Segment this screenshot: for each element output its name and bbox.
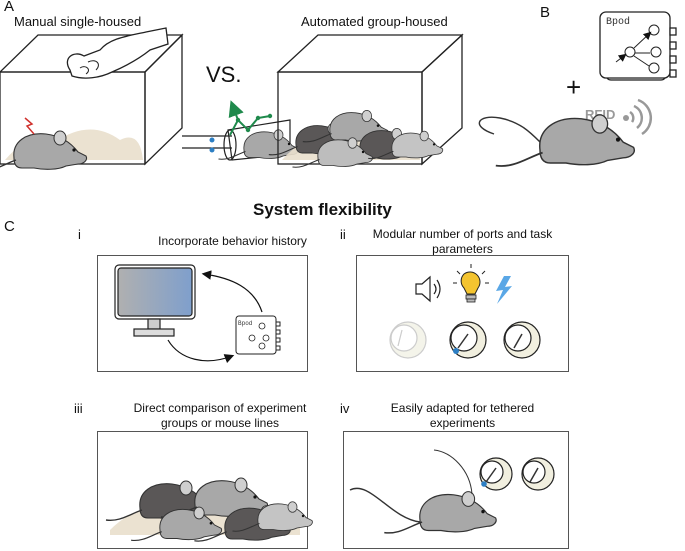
lightning-icon [496, 276, 512, 304]
panel-a-letter: A [4, 0, 15, 15]
lightbulb-icon [453, 264, 489, 303]
manual-single-housed-title: Manual single-housed [14, 14, 142, 29]
bpod-device [599, 11, 677, 81]
bpod-small-label: Bpod [238, 320, 253, 327]
bpod-device-small [235, 315, 281, 355]
stress-icon [24, 117, 35, 135]
nose-port [449, 321, 487, 359]
nose-port-faded [389, 321, 427, 359]
rfid-wave-icon [629, 98, 653, 136]
tether-cable [433, 449, 473, 495]
hand-icon [66, 27, 169, 79]
sub-iii-numeral: iii [74, 401, 83, 416]
bpod-label: Bpod [606, 16, 630, 28]
rfid-mouse [494, 113, 636, 167]
computer-monitor-icon [114, 264, 196, 337]
sub-iv-caption-line2: experiments [429, 416, 496, 430]
sub-ii-numeral: ii [340, 227, 346, 242]
sub-iii-caption-line1: Direct comparison of experiment [133, 401, 307, 415]
sub-iv-numeral: iv [340, 401, 350, 416]
nose-port [479, 457, 513, 491]
sub-iv-caption-line1: Easily adapted for tethered [390, 401, 535, 415]
sub-ii-caption-line2: parameters [432, 242, 493, 256]
tethered-mouse [383, 490, 497, 534]
panel-b-letter: B [540, 4, 551, 21]
sub-ii-caption-line1: Modular number of ports and task [372, 227, 553, 241]
versus-label: VS. [206, 62, 242, 87]
automated-group-housed-title: Automated group-housed [301, 14, 448, 29]
sub-iii-caption-line2: groups or mouse lines [160, 416, 280, 430]
panel-c-letter: C [4, 218, 15, 235]
water-drop-icon [453, 348, 459, 354]
sub-i-caption: Incorporate behavior history [158, 234, 307, 248]
arrow-to-monitor [201, 270, 263, 313]
nose-port [521, 457, 555, 491]
speaker-icon [415, 275, 441, 303]
arrow-to-bpod [167, 339, 235, 364]
system-flexibility-title: System flexibility [253, 200, 392, 219]
sub-i-numeral: i [78, 227, 81, 242]
nose-port [503, 321, 541, 359]
plus-sign: + [566, 72, 581, 102]
water-drop-icon [481, 481, 487, 487]
